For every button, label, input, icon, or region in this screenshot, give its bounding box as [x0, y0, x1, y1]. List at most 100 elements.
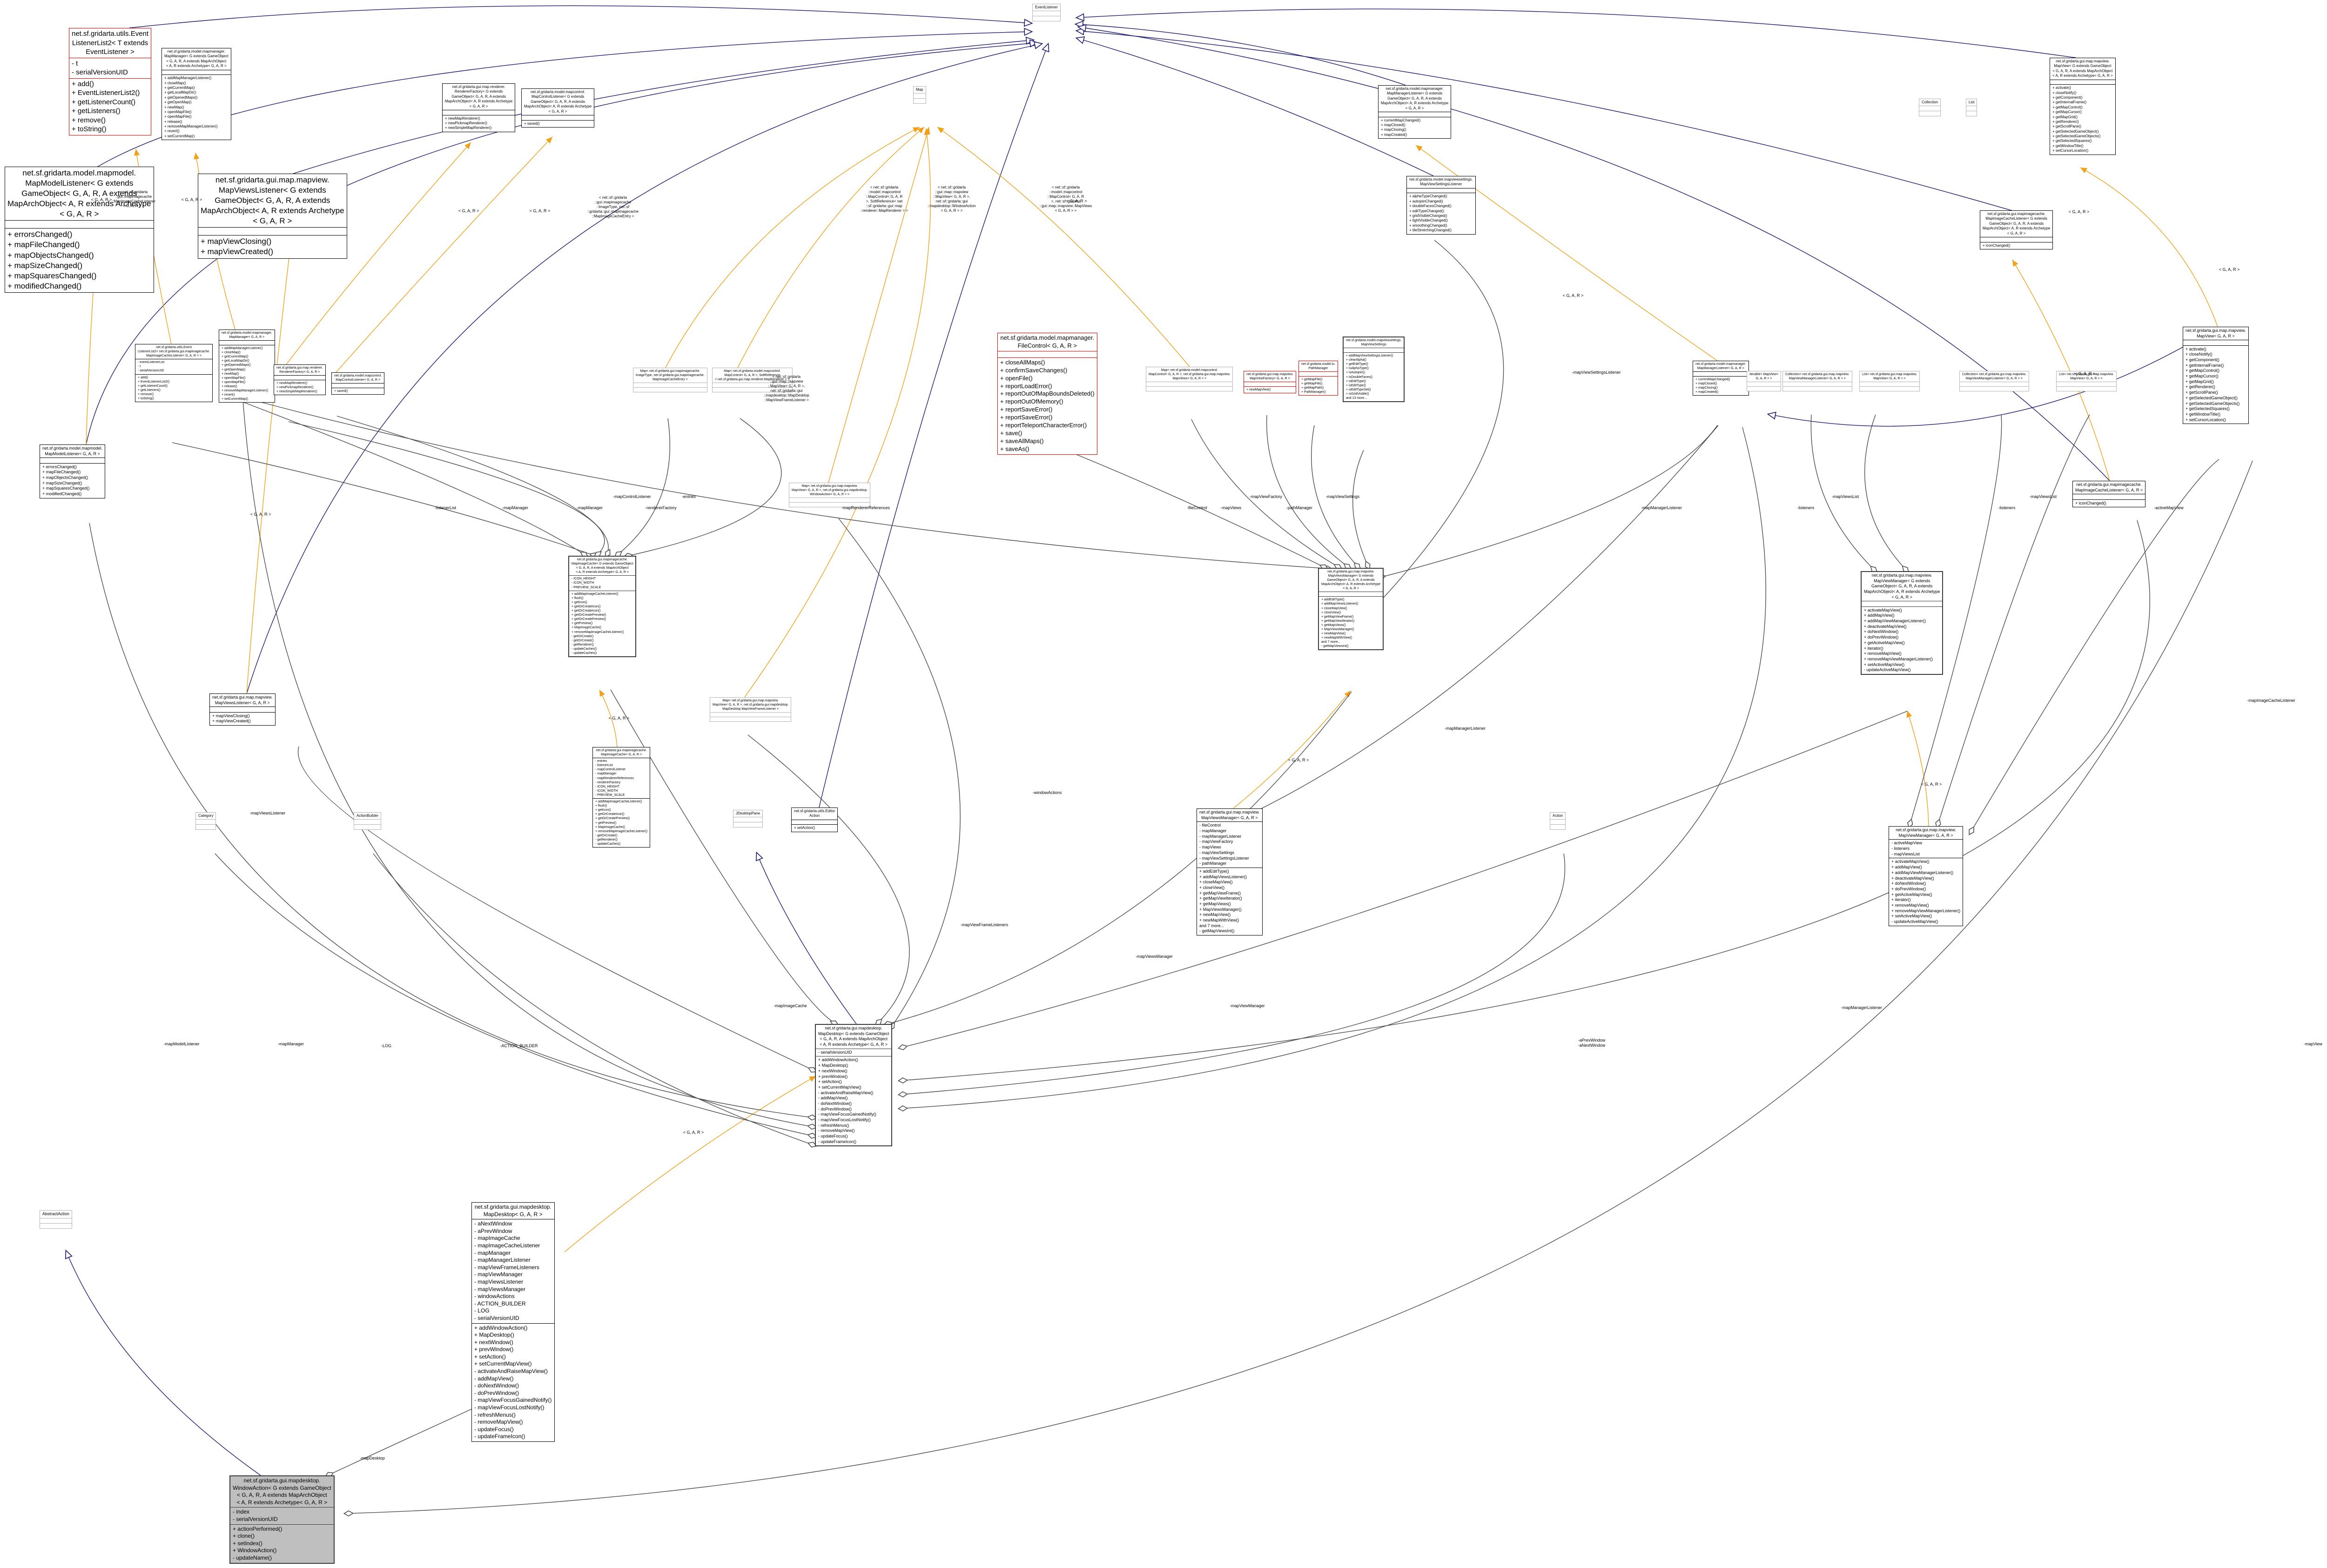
method-row: + mapViewCreated() — [201, 247, 274, 256]
class-title-line: MapView< G, A, R >, net.sf.gridarta.gui.… — [713, 703, 789, 707]
class-list-mapview-2[interactable]: List< net.sf.gridarta.gui.map.mapview.Ma… — [2056, 371, 2117, 391]
inheritance-edge — [1077, 31, 2040, 219]
class-map-manager-generic[interactable]: net.sf.gridarta.model.mapmanager.MapMana… — [161, 48, 231, 141]
class-map-control-listener-generic[interactable]: net.sf.gridarta.model.mapcontrol.MapCont… — [521, 88, 595, 128]
class-action[interactable]: Action — [1550, 812, 1566, 830]
class-map-mapview-framelistener[interactable]: Map< net.sf.gridarta.gui.map.mapview.Map… — [710, 697, 792, 722]
method-row: + getOrCreatePreview() — [572, 613, 606, 617]
method-row: + getLocalMapDir() — [164, 90, 196, 95]
class-methods — [1960, 386, 2029, 391]
class-attributes — [162, 69, 231, 75]
class-file-control[interactable]: net.sf.gridarta.model.mapmanager.FileCon… — [997, 333, 1097, 455]
class-map-model-listener-gar[interactable]: net.sf.gridarta.model.mapmodel.MapModelL… — [40, 444, 106, 498]
class-jdesktoppane[interactable]: JDesktopPane — [733, 810, 763, 828]
class-map-view-manager-generic[interactable]: net.sf.gridarta.gui.map.mapview.MapViewM… — [1861, 571, 1944, 675]
method-row: + MapImageCache() — [572, 626, 602, 630]
class-map-view-manager-gar[interactable]: net.sf.gridarta.gui.map.mapview.MapViewM… — [1889, 826, 1964, 926]
class-methods: + addEditType()+ addMapViewsListener()+ … — [1197, 867, 1262, 935]
class-collection-mvml-1[interactable]: Collection< net.sf.gridarta.gui.map.mapv… — [1782, 371, 1852, 391]
method-row: + getOpenedMaps() — [222, 363, 251, 367]
class-map-mapcontrol-softref[interactable]: Map< net.sf.gridarta.model.mapcontrol.Ma… — [712, 368, 793, 393]
class-title-line: MapViewFactory< G, A, R > — [1250, 377, 1290, 381]
class-attributes — [1319, 592, 1383, 596]
class-map-imagetype-entry[interactable]: Map< net.sf.gridarta.gui.mapimagecache.I… — [633, 368, 707, 393]
edge-template-label: < G, A, R > — [458, 209, 479, 214]
method-row: + newMap() — [164, 105, 184, 109]
class-event-listener[interactable]: EventListener — [1032, 4, 1061, 21]
class-list-mapview-1[interactable]: List< net.sf.gridarta.gui.map.mapview.Ma… — [1859, 371, 1920, 391]
inheritance-edge — [1076, 24, 1406, 86]
class-renderer-factory-gar[interactable]: net.sf.gridarta.gui.map.renderer.Rendere… — [274, 364, 326, 396]
method-row: + setCurrentMapView() — [818, 1084, 861, 1090]
class-map-desktop-generic[interactable]: net.sf.gridarta.gui.mapdesktop.MapDeskto… — [815, 1024, 893, 1147]
class-map-view-settings-listener[interactable]: net.sf.gridarta.model.mapviewsettings.Ma… — [1406, 176, 1476, 235]
method-row: + currentMapChanged() — [1381, 118, 1421, 122]
class-map-view-gar[interactable]: net.sf.gridarta.gui.map.mapview.MapView<… — [2183, 327, 2249, 424]
class-title: net.sf.gridarta.model.mapcontrol.MapCont… — [332, 373, 384, 383]
edge-template-label: < G, A, R > — [1066, 199, 1087, 204]
class-map-views-listener-generic[interactable]: net.sf.gridarta.gui.map.mapview.MapViews… — [198, 174, 347, 259]
class-window-action-main[interactable]: net.sf.gridarta.gui.mapdesktop.WindowAct… — [229, 1475, 335, 1564]
class-abstract-action[interactable]: AbstractAction — [40, 1210, 73, 1229]
method-row: + newSimpleMapRenderer() — [276, 390, 317, 394]
edge-template-label: -aPrevWindow-aNextWindow — [1578, 1038, 1606, 1049]
edge-template-label: < net::sf::gridarta::gui::mapimagecache:… — [587, 195, 639, 219]
method-row: + getMapControl() — [2052, 105, 2083, 109]
class-title-line: AbstractAction — [42, 1211, 70, 1216]
method-row: - mapViewFocusLostNotify() — [474, 1404, 545, 1411]
class-title: net.sf.gridarta.gui.map.renderer.Rendere… — [443, 84, 515, 110]
class-title-line: net.sf.gridarta.utils.Event — [156, 346, 192, 349]
class-title-line: net.sf.gridarta.gui.mapdesktop. — [825, 1026, 882, 1030]
edge-label-line: < G, A, R > > — [1055, 209, 1077, 213]
class-category[interactable]: Category — [195, 812, 216, 830]
class-map-desktop-gar[interactable]: net.sf.gridarta.gui.mapdesktop.MapDeskto… — [471, 1202, 555, 1442]
class-map-mapcontrol-mapviews[interactable]: Map< net.sf.gridarta.model.mapcontrol.Ma… — [1146, 367, 1233, 392]
class-map-image-cache-generic[interactable]: net.sf.gridarta.gui.mapimagecache.MapIma… — [568, 556, 637, 658]
method-row: + openMapFile() — [222, 380, 246, 384]
method-row: + reportOutOfMemory() — [1000, 398, 1063, 405]
class-title: net.sf.gridarta.gui.mapimagecache.MapIma… — [569, 557, 635, 575]
class-map-control-listener-gar[interactable]: net.sf.gridarta.model.mapcontrol.MapCont… — [331, 372, 385, 395]
method-row: + gridVisibleChanged() — [1409, 213, 1447, 218]
class-title: net.sf.gridarta.gui.map.mapview.MapViewM… — [1889, 827, 1963, 839]
class-collection[interactable]: Collection — [1919, 99, 1941, 116]
class-map-manager-listener-gar[interactable]: net.sf.gridarta.model.mapmanager.MapMana… — [1693, 361, 1749, 396]
class-title-line: net.sf.gridarta.model.io. — [1301, 363, 1336, 366]
class-collection-mvml-2[interactable]: Collection< net.sf.gridarta.gui.map.mapv… — [1959, 371, 2029, 391]
member-usage-edge — [1352, 450, 1371, 570]
class-map-image-cache-listener-generic[interactable]: net.sf.gridarta.gui.mapimagecache.MapIma… — [1980, 210, 2053, 249]
class-map-views-manager-generic[interactable]: net.sf.gridarta.gui.map.mapview.MapViews… — [1318, 568, 1384, 651]
method-row: + reportSaveError() — [1000, 406, 1053, 413]
class-map-manager-listener-generic[interactable]: net.sf.gridarta.model.mapmanager.MapMana… — [1378, 85, 1452, 139]
class-map[interactable]: Map — [913, 86, 926, 104]
attribute-row: - ICON_WIDTH — [595, 789, 618, 793]
class-iterable-mapview[interactable]: Iterable< MapView<G, A, R > > — [1747, 371, 1782, 391]
class-map-image-cache-listener-gar[interactable]: net.sf.gridarta.gui.mapimagecache.MapIma… — [2072, 481, 2146, 508]
class-methods: + actionPerformed()+ clone()+ setIndex()… — [230, 1524, 334, 1563]
class-map-manager-gar[interactable]: net.sf.gridarta.model.mapmanager.MapMana… — [219, 330, 275, 403]
method-row: + getOrCreatePreview() — [572, 618, 606, 621]
class-list[interactable]: List — [1966, 99, 1977, 116]
class-map-mapview-windowaction[interactable]: Map< net.sf.gridarta.gui.map.mapview.Map… — [789, 483, 871, 508]
method-row: + tileStretchingChanged() — [1409, 228, 1452, 233]
class-action-builder[interactable]: ActionBuilder — [354, 812, 382, 830]
class-path-manager[interactable]: net.sf.gridarta.model.io.PathManager+ ge… — [1298, 361, 1338, 396]
class-map-model-listener-generic[interactable]: net.sf.gridarta.model.mapmodel.MapModelL… — [5, 167, 154, 293]
method-row: + removeMapView() — [1864, 651, 1902, 656]
class-map-views-manager-gar[interactable]: net.sf.gridarta.gui.map.mapview.MapViews… — [1197, 808, 1263, 936]
method-row: + editTypeChanged() — [1409, 209, 1444, 213]
method-row: - doPrevWindow() — [474, 1389, 519, 1396]
class-map-view-factory[interactable]: net.sf.gridarta.gui.map.mapview.MapViewF… — [1244, 371, 1296, 394]
class-title-line: MapImageCacheEntry > — [652, 378, 688, 382]
class-map-views-listener-gar[interactable]: net.sf.gridarta.gui.map.mapview.MapViews… — [209, 693, 276, 726]
edge-label-line: ::MapViewFrameListener > — [764, 398, 809, 402]
class-map-image-cache-gar[interactable]: net.sf.gridarta.gui.mapimagecache.MapIma… — [592, 747, 651, 848]
method-row: + mapSquaresChanged() — [42, 486, 90, 491]
class-renderer-factory-generic[interactable]: net.sf.gridarta.gui.map.renderer.Rendere… — [442, 83, 516, 132]
class-map-view-generic[interactable]: net.sf.gridarta.gui.map.mapview.MapView<… — [2050, 58, 2116, 155]
attribute-row: - mapViewSettings — [1199, 850, 1234, 855]
class-map-view-settings[interactable]: net.sf.gridarta.model.mapviewsettings.Ma… — [1343, 336, 1405, 403]
